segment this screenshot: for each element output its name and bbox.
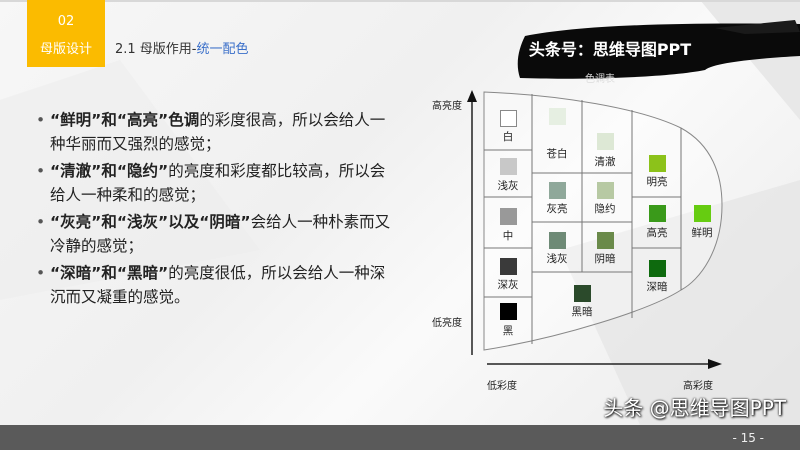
tone-label: 黑 bbox=[502, 325, 514, 337]
bullet-item: •“鲜明”和“高亮”色调的彩度很高，所以会给人一种华丽而又强烈的感觉； bbox=[36, 111, 386, 153]
color-swatch bbox=[649, 155, 666, 172]
color-swatch bbox=[549, 108, 566, 125]
color-swatch bbox=[574, 285, 591, 302]
axis-label-high-brightness: 高亮度 bbox=[432, 101, 462, 112]
axis-label-low-saturation: 低彩度 bbox=[487, 381, 517, 392]
tone-label: 阴暗 bbox=[594, 253, 616, 265]
footer-bar bbox=[0, 425, 800, 450]
bullet-item: •“深暗”和“黑暗”的亮度很低，所以会给人一种深沉而又凝重的感觉。 bbox=[36, 264, 386, 306]
bullet-bold: “灰亮”和“浅灰”以及“阴暗” bbox=[50, 213, 251, 231]
tone-label: 清澈 bbox=[594, 156, 616, 168]
bullet-bold: “深暗”和“黑暗” bbox=[50, 264, 169, 282]
tone-label: 灰亮 bbox=[546, 203, 568, 215]
table-title: 色调表 bbox=[585, 74, 615, 85]
color-swatch bbox=[597, 232, 614, 249]
color-swatch bbox=[500, 303, 517, 320]
color-swatch bbox=[649, 205, 666, 222]
tone-label: 深暗 bbox=[646, 281, 668, 293]
grid-lines bbox=[484, 94, 682, 344]
tone-label: 隐约 bbox=[594, 203, 616, 215]
x-axis-arrowhead bbox=[708, 359, 722, 369]
brand-banner: 头条号：思维导图PPT bbox=[528, 40, 692, 59]
bullet-text: 的亮度很低，所以会给人一种深沉而又凝重的感觉。 bbox=[50, 264, 386, 306]
top-divider bbox=[0, 0, 800, 2]
bullet-text: 的彩度很高，所以会给人一种华丽而又强烈的感觉； bbox=[50, 111, 386, 153]
section-name: 母版设计 bbox=[39, 42, 92, 57]
color-swatch bbox=[549, 232, 566, 249]
bullet-list: •“鲜明”和“高亮”色调的彩度很高，所以会给人一种华丽而又强烈的感觉； •“清澈… bbox=[36, 108, 396, 312]
tone-label: 白 bbox=[502, 131, 514, 143]
color-swatch bbox=[500, 258, 517, 275]
color-swatch bbox=[597, 182, 614, 199]
section-number: 02 bbox=[57, 14, 75, 29]
page-title: 2.1 母版作用-统一配色 bbox=[115, 38, 249, 57]
axis-label-high-saturation: 高彩度 bbox=[683, 381, 713, 392]
tone-label: 明亮 bbox=[646, 176, 668, 188]
tone-label: 中 bbox=[502, 230, 514, 242]
section-badge: 02 母版设计 bbox=[27, 0, 105, 67]
page-number: - 15 - bbox=[732, 431, 764, 445]
title-prefix: 2.1 母版作用- bbox=[115, 42, 197, 57]
title-highlight: 统一配色 bbox=[196, 42, 249, 57]
bullet-item: •“清澈”和“隐约”的亮度和彩度都比较高，所以会给人一种柔和的感觉； bbox=[36, 162, 386, 204]
tone-label: 深灰 bbox=[497, 279, 519, 291]
color-swatch bbox=[649, 260, 666, 277]
tone-label: 黑暗 bbox=[571, 306, 593, 318]
color-swatch bbox=[694, 205, 711, 222]
tone-label: 鲜明 bbox=[691, 227, 713, 239]
color-swatch bbox=[500, 110, 517, 127]
color-swatch bbox=[597, 133, 614, 150]
color-swatch bbox=[500, 208, 517, 225]
bullet-item: •“灰亮”和“浅灰”以及“阴暗”会给人一种朴素而又冷静的感觉； bbox=[36, 213, 391, 255]
bullet-text: 会给人一种朴素而又冷静的感觉； bbox=[50, 213, 391, 255]
axis-label-low-brightness: 低亮度 bbox=[432, 318, 462, 329]
bullet-text: 的亮度和彩度都比较高，所以会给人一种柔和的感觉； bbox=[50, 162, 386, 204]
watermark: 头条 @思维导图PPT bbox=[603, 396, 786, 420]
color-swatch bbox=[500, 158, 517, 175]
tone-label: 苍白 bbox=[546, 148, 568, 160]
bullet-bold: “鲜明”和“高亮”色调 bbox=[50, 111, 200, 129]
y-axis-arrowhead bbox=[467, 90, 477, 102]
ink-brush-stroke bbox=[517, 20, 800, 79]
tone-label: 高亮 bbox=[646, 227, 668, 239]
tone-label: 浅灰 bbox=[497, 180, 519, 192]
tone-label: 浅灰 bbox=[546, 253, 568, 265]
color-swatch bbox=[549, 182, 566, 199]
bullet-bold: “清澈”和“隐约” bbox=[50, 162, 169, 180]
